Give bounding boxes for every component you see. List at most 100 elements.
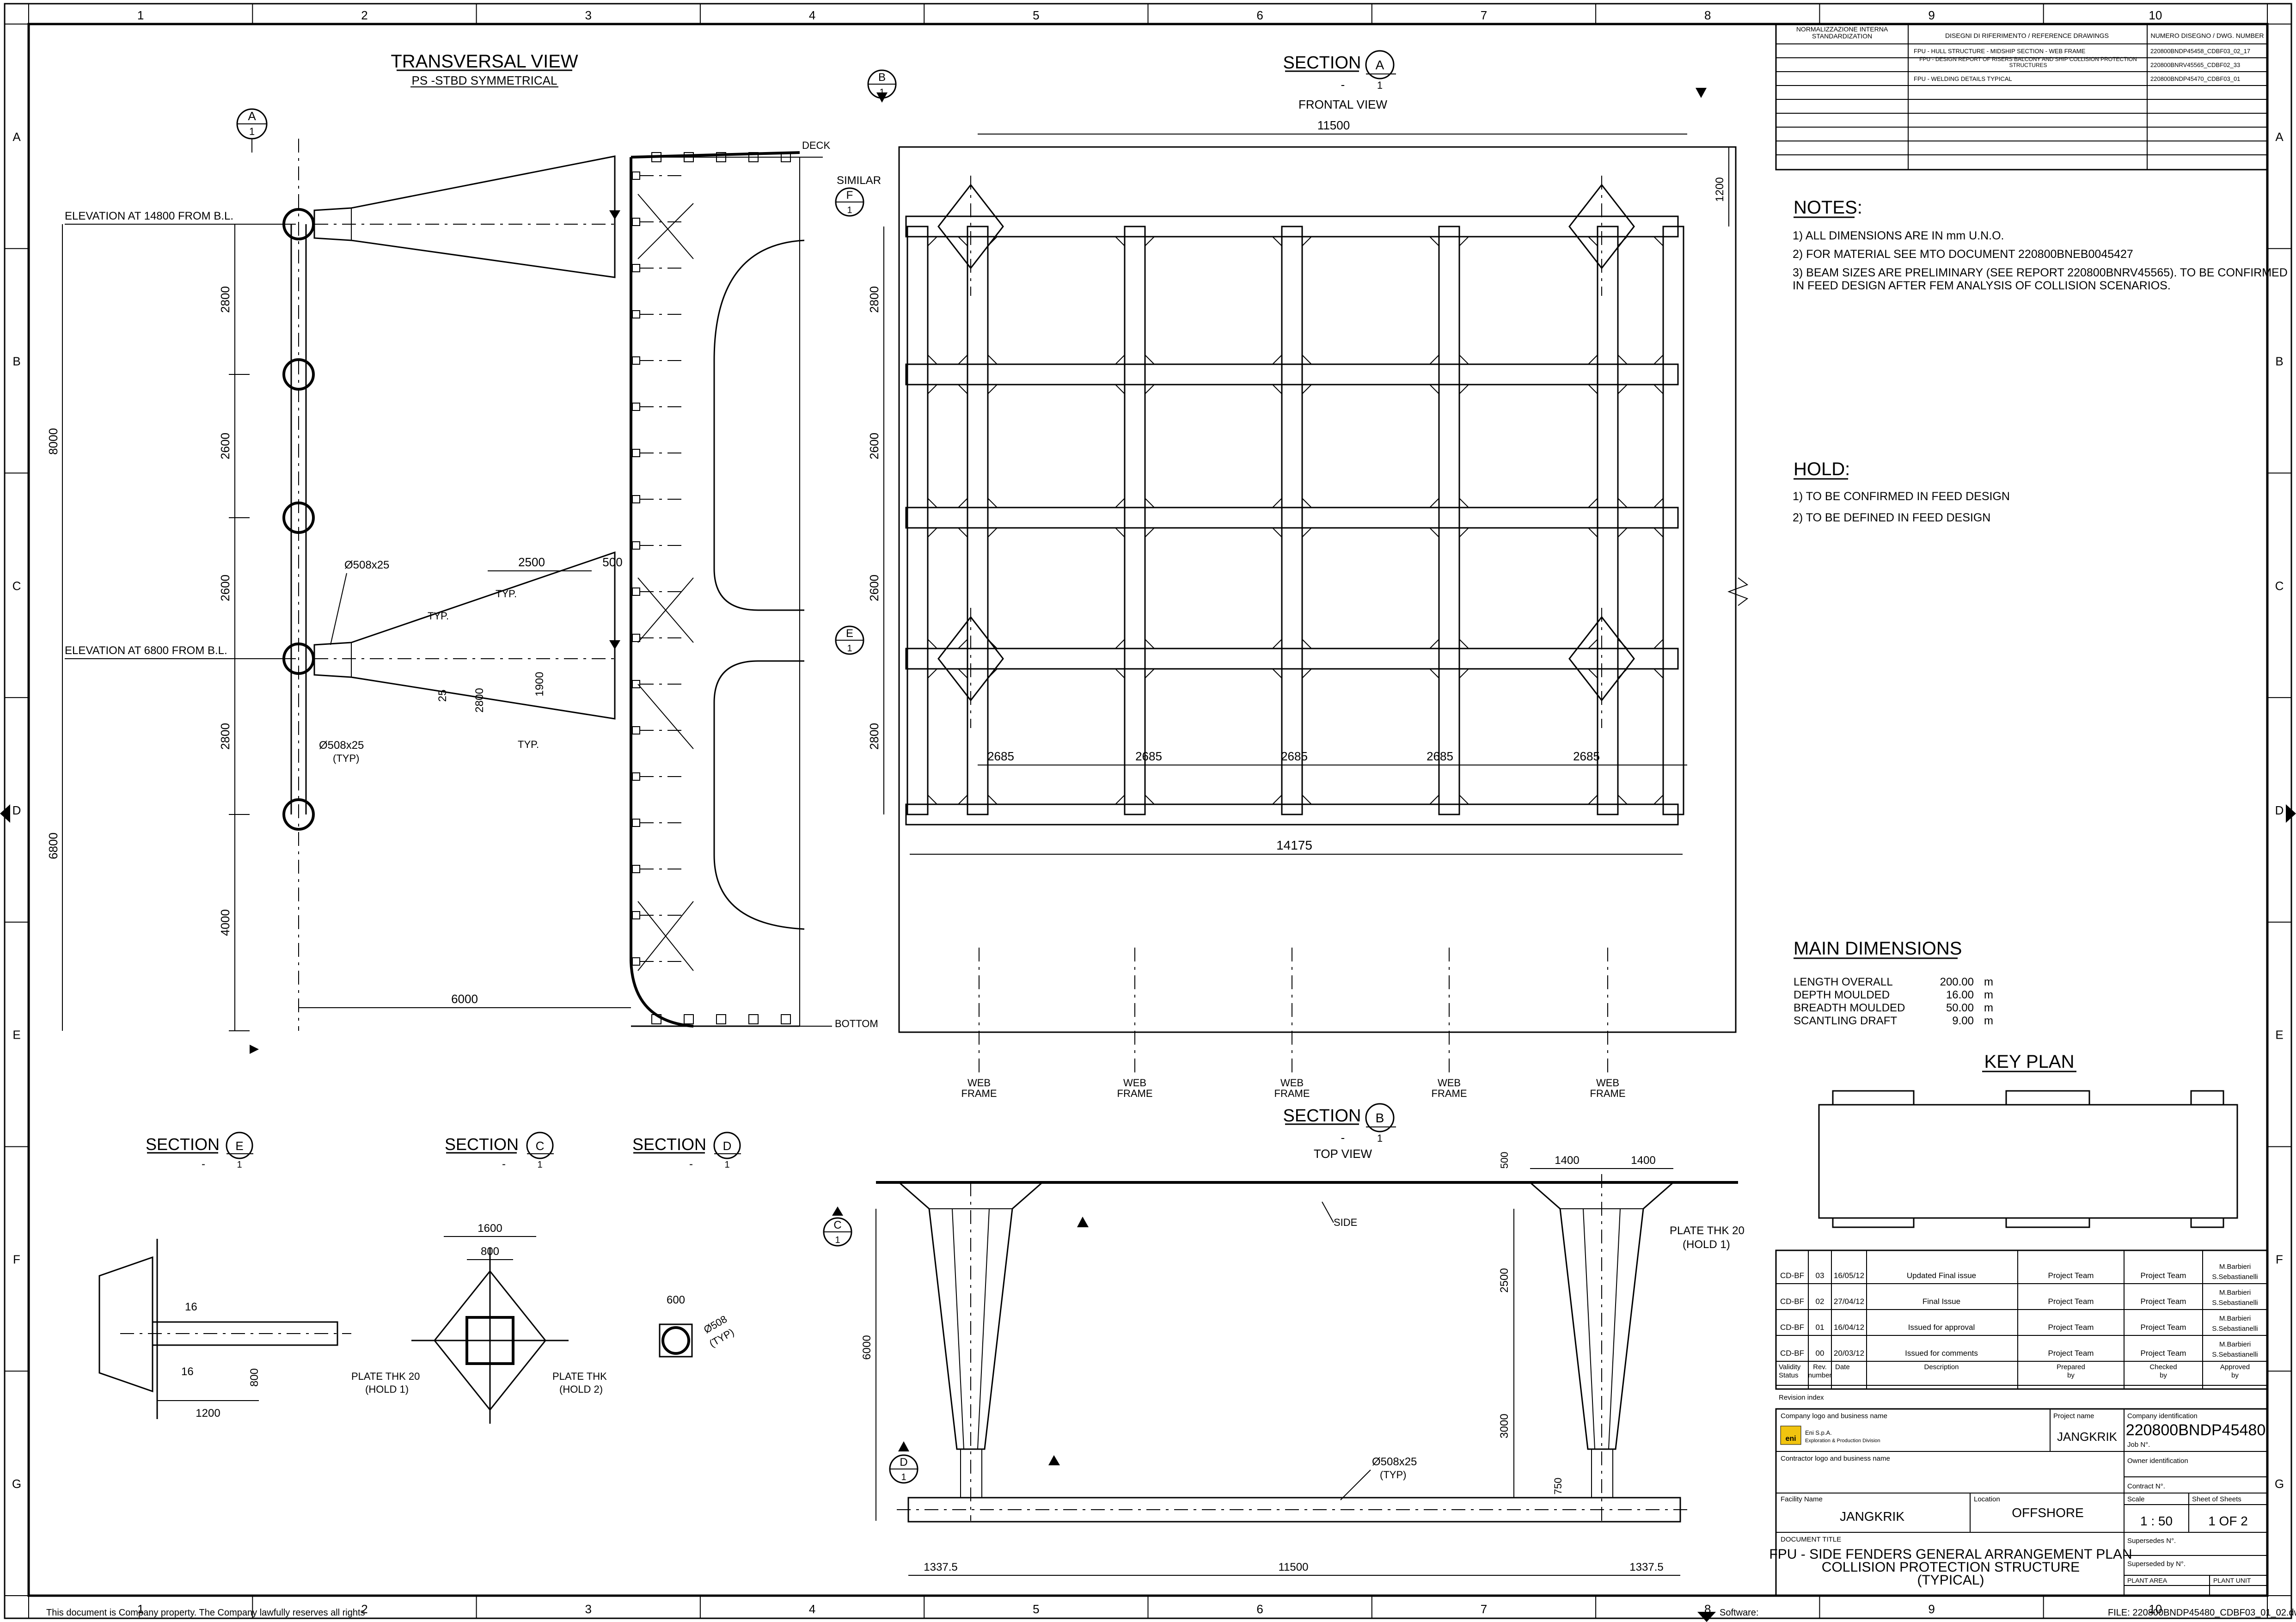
svg-text:-: - — [502, 1158, 506, 1170]
section-bubble-d[interactable]: D 1 — [889, 1454, 918, 1484]
svg-text:Supersedes N°.: Supersedes N°. — [2127, 1537, 2176, 1545]
svg-text:SECTION: SECTION — [146, 1135, 220, 1154]
revision-approver: S.Sebastianelli — [2212, 1325, 2258, 1333]
svg-text:FRAME: FRAME — [1274, 1088, 1310, 1099]
svg-text:11500: 11500 — [1279, 1561, 1309, 1573]
revision-desc: Final Issue — [1923, 1297, 1960, 1306]
web-frame-labels: WEB FRAME WEB FRAME WEB FRAME WEB FRAME … — [961, 1077, 1626, 1099]
svg-text:OFFSHORE: OFFSHORE — [2012, 1506, 2084, 1520]
section-a-title: SECTION — [1283, 53, 1361, 73]
revision-desc: Updated Final issue — [1907, 1271, 1976, 1280]
svg-text:B: B — [1376, 1111, 1384, 1125]
section-a-subtitle: FRONTAL VIEW — [1298, 98, 1388, 111]
center-marker-right — [2286, 804, 2296, 823]
svg-text:2685: 2685 — [1427, 749, 1453, 763]
revision-approver: M.Barbieri — [2219, 1340, 2251, 1348]
svg-text:9.00: 9.00 — [1952, 1015, 1974, 1027]
revision-table: Validity Status Rev. number Date Descrip… — [1775, 1249, 2268, 1402]
svg-text:Ø508x25: Ø508x25 — [319, 739, 364, 752]
section-d-detail: SECTION D - 1 600 Ø508 (TYP) — [632, 1132, 741, 1358]
svg-text:FRAME: FRAME — [961, 1088, 997, 1099]
svg-text:PLATE THK: PLATE THK — [552, 1371, 607, 1382]
grid-col-10: 10 — [2149, 1602, 2162, 1616]
svg-text:2600: 2600 — [867, 575, 881, 601]
svg-text:C: C — [833, 1219, 841, 1231]
svg-text:1) TO BE CONFIRMED IN FEED DES: 1) TO BE CONFIRMED IN FEED DESIGN — [1793, 490, 2010, 503]
svg-text:2800: 2800 — [867, 286, 881, 313]
svg-text:WEB: WEB — [1596, 1077, 1619, 1089]
svg-text:E: E — [235, 1139, 243, 1153]
section-c-detail: SECTION C - 1 1600 800 PLATE THK 20 (HOL… — [351, 1132, 607, 1424]
frame-members — [905, 176, 1684, 1077]
grid-col-10: 10 — [2149, 8, 2162, 22]
section-bubble-c[interactable]: C 1 — [823, 1217, 852, 1247]
grid-row-F: F — [2276, 1252, 2283, 1266]
grid-row-B: B — [12, 355, 20, 368]
svg-text:-: - — [1341, 1131, 1345, 1145]
section-bubble-e[interactable]: E 1 — [835, 625, 864, 655]
svg-text:Validity: Validity — [1779, 1363, 1801, 1371]
svg-text:SECTION: SECTION — [632, 1135, 706, 1154]
revision-rev: 03 — [1816, 1271, 1825, 1280]
svg-text:2800: 2800 — [218, 723, 232, 750]
grid-col-6: 6 — [1256, 1602, 1263, 1616]
section-a-frontal-view: SECTION A - 1 FRONTAL VIEW B 1 11500 120… — [867, 50, 1749, 1099]
svg-text:2600: 2600 — [218, 575, 232, 601]
svg-text:D: D — [900, 1456, 907, 1469]
grid-row-C: C — [12, 579, 21, 593]
elevation-bottom-label: ELEVATION AT 6800 FROM B.L. — [65, 644, 227, 657]
svg-text:m: m — [1984, 1015, 1993, 1027]
section-bubble-a[interactable]: A 1 — [236, 108, 268, 153]
main-dimensions-title: MAIN DIMENSIONS — [1794, 938, 1962, 959]
grid-row-C: C — [2275, 579, 2284, 593]
transversal-title: TRANSVERSAL VIEW — [391, 51, 578, 72]
section-bubble-f[interactable]: F 1 — [835, 187, 864, 217]
svg-text:Location: Location — [1974, 1495, 2000, 1503]
svg-text:25: 25 — [436, 690, 449, 702]
revision-prep: Project Team — [2048, 1323, 2094, 1332]
grid-col-9: 9 — [1928, 1602, 1935, 1616]
svg-text:BREADTH MOULDED: BREADTH MOULDED — [1794, 1002, 1905, 1014]
revision-date: 27/04/12 — [1834, 1297, 1864, 1306]
revision-approver: S.Sebastianelli — [2212, 1273, 2258, 1281]
revision-approver: M.Barbieri — [2219, 1263, 2251, 1271]
hold-title: HOLD: — [1794, 459, 1850, 479]
svg-text:1: 1 — [835, 1235, 840, 1245]
svg-text:1: 1 — [1377, 80, 1383, 91]
elevation-top-label: ELEVATION AT 14800 FROM B.L. — [65, 210, 233, 222]
svg-text:by: by — [2160, 1371, 2167, 1379]
svg-text:(HOLD 1): (HOLD 1) — [1683, 1238, 1730, 1251]
grid-row-A: A — [2275, 130, 2284, 144]
svg-text:1) ALL DIMENSIONS ARE IN mm U.: 1) ALL DIMENSIONS ARE IN mm U.N.O. — [1793, 229, 2004, 242]
grid-col-4: 4 — [809, 8, 815, 22]
grid-row-D: D — [12, 803, 21, 817]
pipe-callout: Ø508x25 — [344, 559, 389, 571]
project-name: JANGKRIK — [2057, 1430, 2118, 1444]
svg-text:1: 1 — [847, 205, 852, 215]
revision-rev: 02 — [1816, 1297, 1825, 1306]
reference-drawings-table: NORMALIZZAZIONE INTERNA STANDARDIZATION … — [1775, 23, 2268, 171]
revision-chk: Project Team — [2141, 1323, 2186, 1332]
svg-text:2800: 2800 — [473, 688, 486, 712]
svg-text:FRAME: FRAME — [1117, 1088, 1153, 1099]
revision-date: 16/04/12 — [1834, 1323, 1864, 1332]
grid-col-7: 7 — [1481, 1602, 1487, 1616]
svg-text:Owner identification: Owner identification — [2127, 1457, 2188, 1465]
svg-text:DISEGNI DI RIFERIMENTO / REFER: DISEGNI DI RIFERIMENTO / REFERENCE DRAWI… — [1945, 32, 2109, 39]
svg-text:1: 1 — [249, 126, 255, 137]
svg-text:Company identification: Company identification — [2127, 1412, 2198, 1420]
svg-text:SCANTLING DRAFT: SCANTLING DRAFT — [1794, 1015, 1897, 1027]
svg-text:PLATE THK 20: PLATE THK 20 — [351, 1371, 420, 1382]
svg-text:Facility Name: Facility Name — [1781, 1495, 1823, 1503]
svg-text:1200: 1200 — [1714, 177, 1726, 202]
svg-text:Revision index: Revision index — [1779, 1394, 1824, 1402]
document-title-3: (TYPICAL) — [1917, 1573, 1984, 1588]
revision-rev: 00 — [1816, 1349, 1825, 1358]
revision-rev: 01 — [1816, 1323, 1825, 1332]
section-e-detail: SECTION E - 1 16 16 800 1200 — [98, 1132, 351, 1420]
eni-logo — [1780, 1426, 1801, 1445]
shell-stiffeners — [632, 152, 791, 1024]
svg-text:2600: 2600 — [867, 433, 881, 459]
